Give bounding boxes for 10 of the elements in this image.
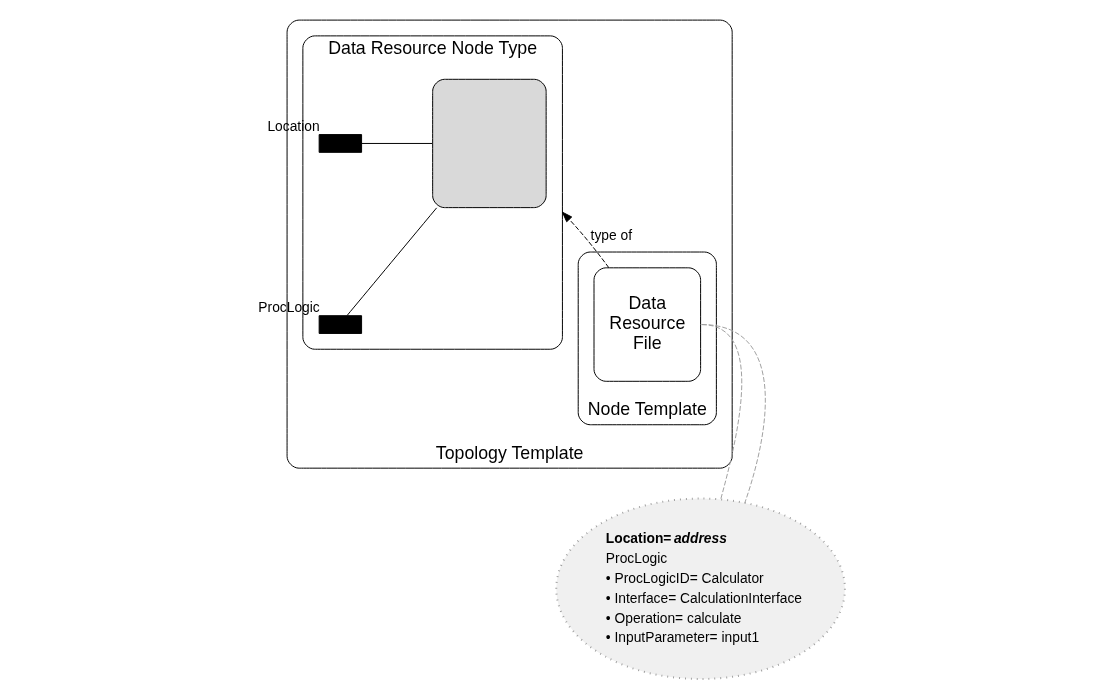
connector [361,142,433,144]
node-bar [318,134,363,153]
node-bar [318,315,363,334]
edge-label: type of [590,227,632,244]
connector [701,324,766,504]
arrow [561,211,610,269]
node-box [432,78,547,209]
connector [346,207,438,316]
node-ellipse: Location= address ProcLogic • ProcLogicID= Calculator • Interface= CalculationInterface • Operation= calculate • InputParameter= input1 [555,497,846,680]
node-box: Data Resource File [593,267,702,382]
